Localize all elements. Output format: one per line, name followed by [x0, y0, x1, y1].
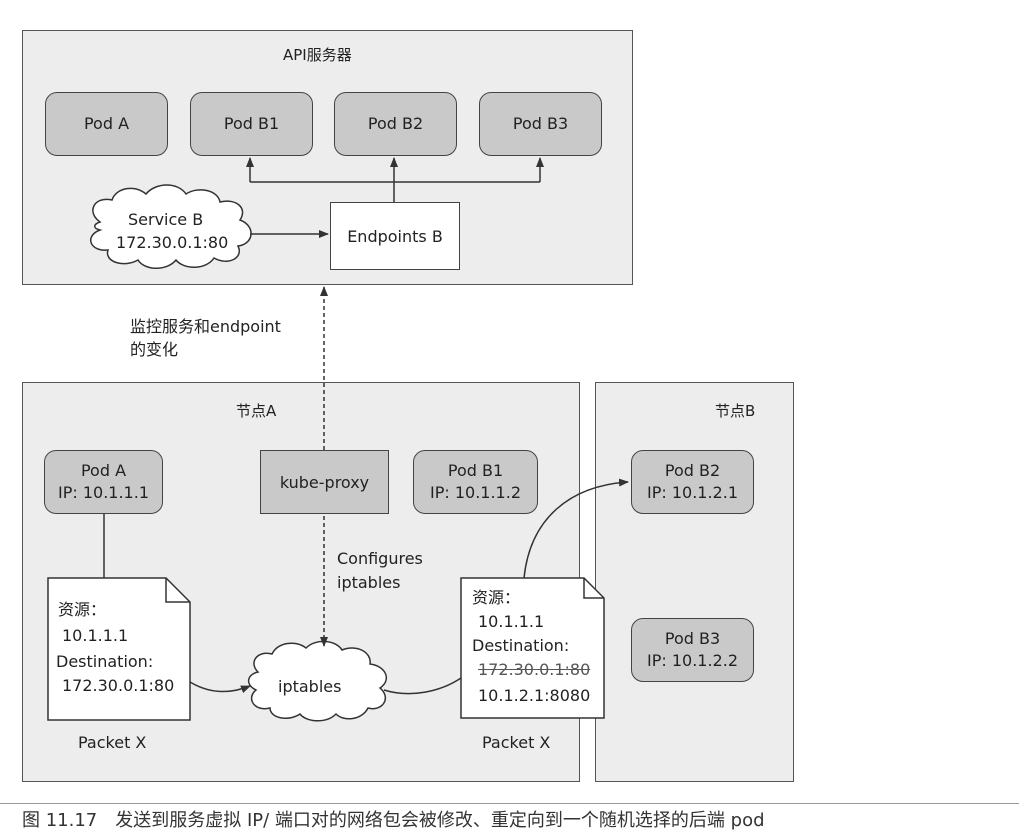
service-b-cloud — [90, 184, 252, 269]
node-b-panel — [595, 382, 794, 782]
packet-left-source-label: 资源： — [58, 600, 107, 619]
packet-left-document — [47, 577, 191, 721]
node-a-pod-b1-ip: IP: 10.1.1.2 — [430, 483, 521, 502]
api-pod-b1: Pod B1 — [190, 92, 313, 156]
node-b-pod-b3-name: Pod B3 — [664, 629, 721, 648]
packet-left-fold — [165, 578, 190, 603]
api-pod-b3-label: Pod B3 — [512, 114, 569, 133]
packet-left-dest-ip: 172.30.0.1:80 — [62, 676, 175, 695]
watch-label-line2: 的变化 — [130, 340, 179, 359]
packet-left-dest-label: Destination: — [56, 652, 154, 671]
packet-right-source-ip: 10.1.1.1 — [478, 612, 545, 631]
node-b-pod-b3: Pod B3 IP: 10.1.2.2 — [631, 618, 754, 682]
packet-right-document — [460, 577, 605, 719]
packet-right-caption: Packet X — [482, 733, 551, 752]
caption-divider — [0, 803, 1019, 804]
node-a-pod-b1-name: Pod B1 — [447, 461, 504, 480]
node-a-pod-a-ip: IP: 10.1.1.1 — [58, 483, 149, 502]
packet-left-source-ip: 10.1.1.1 — [62, 626, 129, 645]
node-b-pod-b2: Pod B2 IP: 10.1.2.1 — [631, 450, 754, 514]
api-server-title: API服务器 — [283, 46, 352, 64]
endpoints-label: Endpoints B — [347, 226, 443, 246]
node-b-pod-b2-ip: IP: 10.1.2.1 — [647, 483, 738, 502]
api-pod-a: Pod A — [45, 92, 168, 156]
figure-caption: 图 11.17 发送到服务虚拟 IP/ 端口对的网络包会被修改、重定向到一个随机… — [22, 810, 765, 831]
service-b-name: Service B — [128, 210, 204, 229]
node-a-pod-a: Pod A IP: 10.1.1.1 — [44, 450, 163, 514]
packet-right-fold — [583, 578, 604, 599]
node-b-title: 节点B — [715, 402, 756, 420]
packet-right-source-label: 资源： — [472, 588, 521, 607]
kube-proxy-box: kube-proxy — [260, 450, 389, 514]
packet-to-pod-b2-arrow — [523, 478, 629, 579]
watch-label-line1: 监控服务和endpoint — [130, 317, 281, 336]
packet-left-caption: Packet X — [78, 733, 147, 752]
configures-label-line1: Configures — [337, 549, 423, 568]
service-b-address: 172.30.0.1:80 — [116, 233, 229, 252]
iptables-label: iptables — [278, 677, 342, 696]
api-pod-b3: Pod B3 — [479, 92, 602, 156]
api-pod-a-label: Pod A — [83, 114, 130, 133]
endpoints-to-pods-arrows — [250, 181, 540, 202]
node-a-pod-a-name: Pod A — [80, 461, 127, 480]
api-pod-b2-label: Pod B2 — [367, 114, 424, 133]
api-pod-b2: Pod B2 — [334, 92, 457, 156]
packet-to-iptables-arrow — [189, 681, 251, 694]
api-pod-b1-label: Pod B1 — [223, 114, 280, 133]
node-b-pod-b2-name: Pod B2 — [664, 461, 721, 480]
configures-label-line2: iptables — [337, 573, 401, 592]
iptables-to-packet-line — [383, 677, 462, 695]
node-a-pod-b1: Pod B1 IP: 10.1.1.2 — [413, 450, 538, 514]
packet-right-dest-new: 10.1.2.1:8080 — [478, 686, 591, 705]
endpoints-box: Endpoints B — [330, 202, 460, 270]
packet-right-dest-label: Destination: — [472, 636, 570, 655]
packet-right-dest-old: 172.30.0.1:80 — [478, 660, 591, 679]
kube-proxy-label: kube-proxy — [279, 472, 370, 492]
node-a-title: 节点A — [236, 402, 277, 420]
node-b-pod-b3-ip: IP: 10.1.2.2 — [647, 651, 738, 670]
iptables-cloud — [247, 640, 388, 722]
